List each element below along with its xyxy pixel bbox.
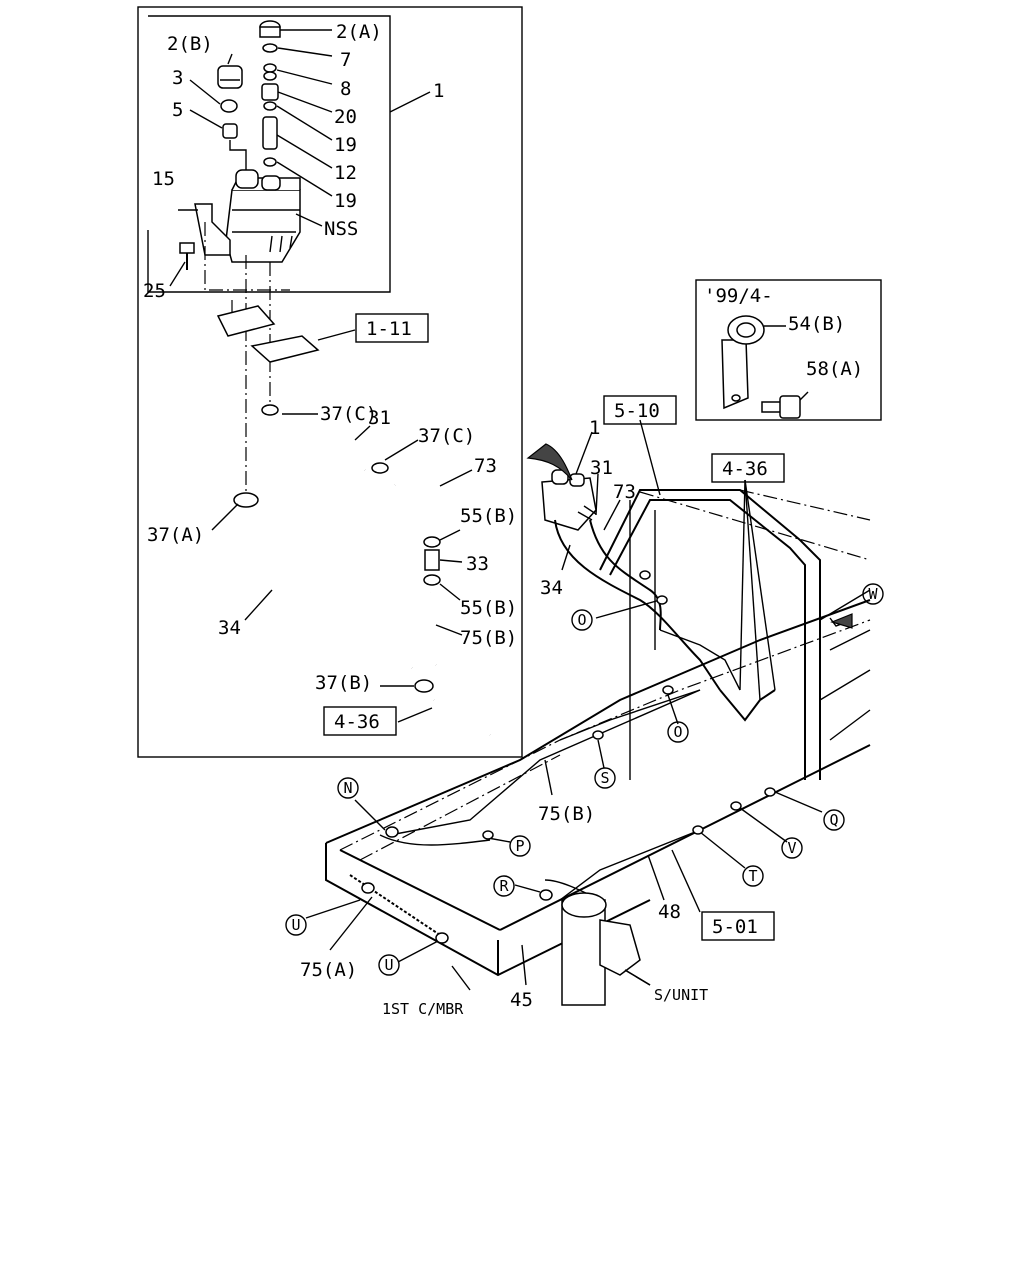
clamp-37b	[380, 679, 494, 738]
label-8: 8	[340, 78, 351, 100]
ref-4-36-a-box	[323, 706, 397, 736]
label-55b-2: 55(B)	[460, 597, 517, 619]
label-main-1: 1	[589, 417, 600, 439]
ref-1-11-box	[355, 313, 429, 343]
marker-t: T	[748, 867, 757, 885]
label-73: 73	[474, 455, 497, 477]
marker-u-1: U	[291, 916, 300, 934]
label-15: 15	[152, 168, 175, 190]
label-7: 7	[340, 49, 351, 71]
label-58a: 58(A)	[806, 358, 863, 380]
marker-o-2: O	[673, 723, 682, 741]
ref-5-01-box	[701, 911, 775, 941]
marker-o-1: O	[577, 611, 586, 629]
hose-34	[211, 492, 414, 673]
label-37b: 37(B)	[315, 672, 372, 694]
label-main-31: 31	[590, 457, 613, 479]
mount-bracket	[216, 305, 356, 363]
marker-r: R	[499, 877, 509, 895]
label-31: 31	[368, 407, 391, 429]
detail-frame	[137, 6, 523, 758]
part-labels: 1 2(A) 2(B) 3 5 7 8 20 19 12 19 15 NSS 2…	[143, 21, 863, 1018]
label-main-34: 34	[540, 577, 563, 599]
clamp-37c	[261, 404, 419, 474]
hose-31	[267, 404, 371, 471]
ref-5-10-box	[603, 395, 677, 425]
bolt-25	[169, 242, 195, 287]
marker-n: N	[343, 779, 352, 797]
reservoir-tank	[178, 169, 301, 263]
cap-2b-group	[189, 53, 247, 170]
main-lines	[349, 519, 781, 936]
ref-1-11: 1-11	[366, 318, 412, 340]
main-leaders	[305, 419, 853, 991]
label-20: 20	[334, 106, 357, 128]
label-37c-1: 37(C)	[320, 403, 377, 425]
label-19b: 19	[334, 190, 357, 212]
label-34: 34	[218, 617, 241, 639]
label-3: 3	[172, 67, 183, 89]
label-55b-1: 55(B)	[460, 505, 517, 527]
ref-5-01: 5-01	[712, 916, 758, 938]
marker-q: Q	[829, 811, 838, 829]
label-nss: NSS	[324, 218, 358, 240]
label-sunit: S/UNIT	[654, 986, 708, 1004]
marker-w: W	[868, 585, 878, 603]
marker-v: V	[787, 839, 796, 857]
cap-stack	[259, 20, 333, 227]
label-5: 5	[172, 99, 183, 121]
ref-5-10: 5-10	[614, 400, 660, 422]
boxed-ref-labels: 1-11 4-36 5-10 4-36 5-01	[334, 318, 768, 938]
ref-4-36-b: 4-36	[722, 458, 768, 480]
label-main-73: 73	[613, 481, 636, 503]
label-45: 45	[510, 989, 533, 1011]
label-19a: 19	[334, 134, 357, 156]
label-2a: 2(A)	[336, 21, 382, 43]
main-reservoir	[526, 443, 597, 531]
steering-unit	[561, 892, 651, 1006]
label-75b-1: 75(B)	[460, 627, 517, 649]
fitting-33-group	[423, 529, 463, 601]
label-48: 48	[658, 901, 681, 923]
label-33: 33	[466, 553, 489, 575]
ref-4-36-b-box	[711, 453, 785, 483]
hose-75b	[424, 591, 463, 667]
label-25: 25	[143, 280, 166, 302]
inset-frame	[695, 279, 882, 421]
circle-marker-shapes	[285, 583, 884, 976]
marker-p: P	[515, 837, 524, 855]
hose-73	[393, 469, 473, 536]
label-1st-cmbr: 1ST C/MBR	[382, 1000, 464, 1018]
circle-marker-labels: O O W S N P Q V T R U U	[291, 585, 878, 974]
label-1: 1	[433, 80, 444, 102]
label-75a: 75(A)	[300, 959, 357, 981]
label-37c-2: 37(C)	[418, 425, 475, 447]
label-54b: 54(B)	[788, 313, 845, 335]
marker-u-2: U	[384, 956, 393, 974]
label-2b: 2(B)	[167, 33, 213, 55]
label-37a: 37(A)	[147, 524, 204, 546]
label-99: '99/4-	[704, 285, 773, 307]
label-75b-2: 75(B)	[538, 803, 595, 825]
main-clamps	[361, 570, 776, 944]
ref-4-36-a: 4-36	[334, 711, 380, 733]
label-12: 12	[334, 162, 357, 184]
marker-s: S	[600, 769, 609, 787]
